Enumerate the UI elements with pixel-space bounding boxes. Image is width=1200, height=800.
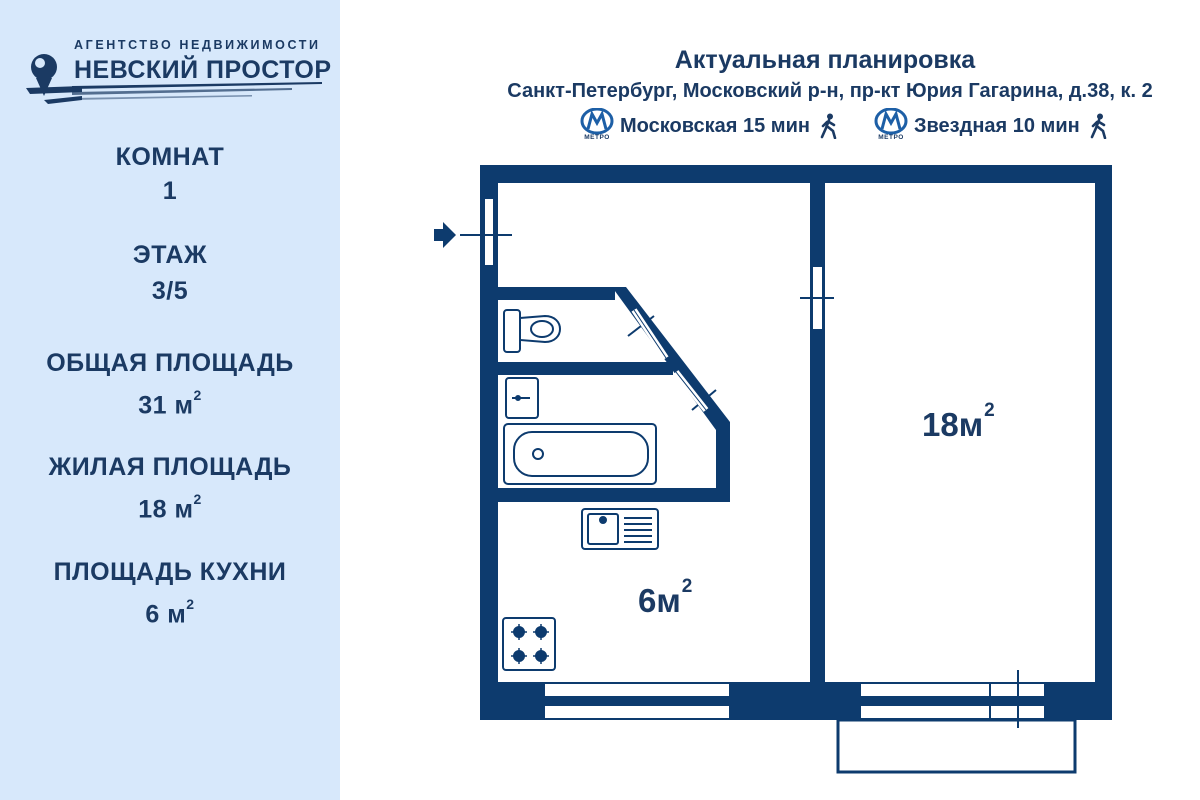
kitchen-area-value: 6 м: [145, 600, 187, 629]
metro-station-1-text: Московская 15 мин: [620, 114, 810, 137]
page-title: Актуальная планировка: [674, 46, 976, 74]
metro-logo-icon: МЕТРО: [580, 107, 614, 144]
kitchen-area: 6 м2: [0, 591, 340, 631]
walking-person-icon: [820, 113, 837, 139]
agency-subtitle: АГЕНТСТВО НЕДВИЖИМОСТИ: [74, 38, 321, 52]
room-area-number: 18м: [922, 406, 984, 443]
room-area-exp: 2: [984, 400, 995, 421]
agency-name: НЕВСКИЙ ПРОСТОР: [74, 56, 332, 84]
agency-logo: АГЕНТСТВО НЕДВИЖИМОСТИ НЕВСКИЙ ПРОСТОР: [22, 30, 332, 110]
metro-logo-icon: МЕТРО: [874, 107, 908, 144]
info-sidebar: АГЕНТСТВО НЕДВИЖИМОСТИ НЕВСКИЙ ПРОСТОР К…: [0, 0, 340, 800]
kitchen-area-exp: 2: [681, 576, 693, 597]
wall-diagonal: [612, 287, 730, 430]
washbasin-icon: [505, 377, 539, 419]
living-area-unit-exp: 2: [193, 491, 202, 507]
window-kitchen: [543, 682, 731, 720]
metro-station-2-text: Звездная 10 мин: [914, 114, 1080, 137]
logo-emblem-icon: [26, 54, 82, 104]
wall-bath-right: [716, 422, 730, 502]
metro-station-1: МЕТРО Московская 15 мин: [580, 107, 840, 144]
kitchen-sink-icon: [581, 508, 659, 550]
wall-partition: [810, 165, 825, 720]
wall-wc-top: [498, 287, 615, 300]
rooms-label: КОМНАТ: [115, 143, 225, 171]
address: Санкт-Петербург, Московский р-н, пр-кт Ю…: [507, 80, 1153, 102]
wall-top: [480, 165, 1112, 183]
walking-person-icon: [1090, 113, 1107, 139]
living-area-value: 18 м: [138, 495, 194, 524]
balcony: [836, 718, 1077, 774]
total-area-label: ОБЩАЯ ПЛОЩАДЬ: [46, 349, 294, 377]
rooms-value: 1: [162, 177, 178, 205]
wall-wc-bath: [498, 362, 673, 375]
entry-door: [483, 197, 495, 267]
stove-icon: [502, 617, 556, 671]
floor-value: 3/5: [151, 277, 189, 305]
wall-left: [480, 165, 498, 720]
room-area-label: 18м2: [922, 400, 995, 444]
metro-logo-caption: МЕТРО: [584, 134, 610, 141]
window-room: [859, 670, 1046, 728]
living-area-label: ЖИЛАЯ ПЛОЩАДЬ: [48, 453, 292, 481]
entry-arrow-icon: [434, 222, 456, 248]
kitchen-area-number: 6м: [638, 582, 681, 619]
kitchen-area-label: 6м2: [638, 576, 692, 620]
total-area-value: 31 м: [138, 391, 194, 420]
total-area: 31 м2: [0, 382, 340, 422]
kitchen-area-label: ПЛОЩАДЬ КУХНИ: [53, 558, 287, 586]
wall-bath-bottom: [498, 488, 730, 502]
wall-right: [1095, 165, 1112, 720]
living-area: 18 м2: [0, 486, 340, 526]
logo-speed-lines-icon: [72, 82, 322, 100]
toilet-icon: [503, 309, 561, 353]
bathtub-icon: [503, 423, 657, 485]
total-area-unit-exp: 2: [193, 387, 202, 403]
metro-station-2: МЕТРО Звездная 10 мин: [874, 107, 1110, 144]
floor-label: ЭТАЖ: [132, 241, 208, 269]
kitchen-area-unit-exp: 2: [186, 596, 195, 612]
wc-door: [627, 315, 655, 337]
metro-logo-caption: МЕТРО: [878, 134, 904, 141]
bath-door: [691, 389, 717, 411]
